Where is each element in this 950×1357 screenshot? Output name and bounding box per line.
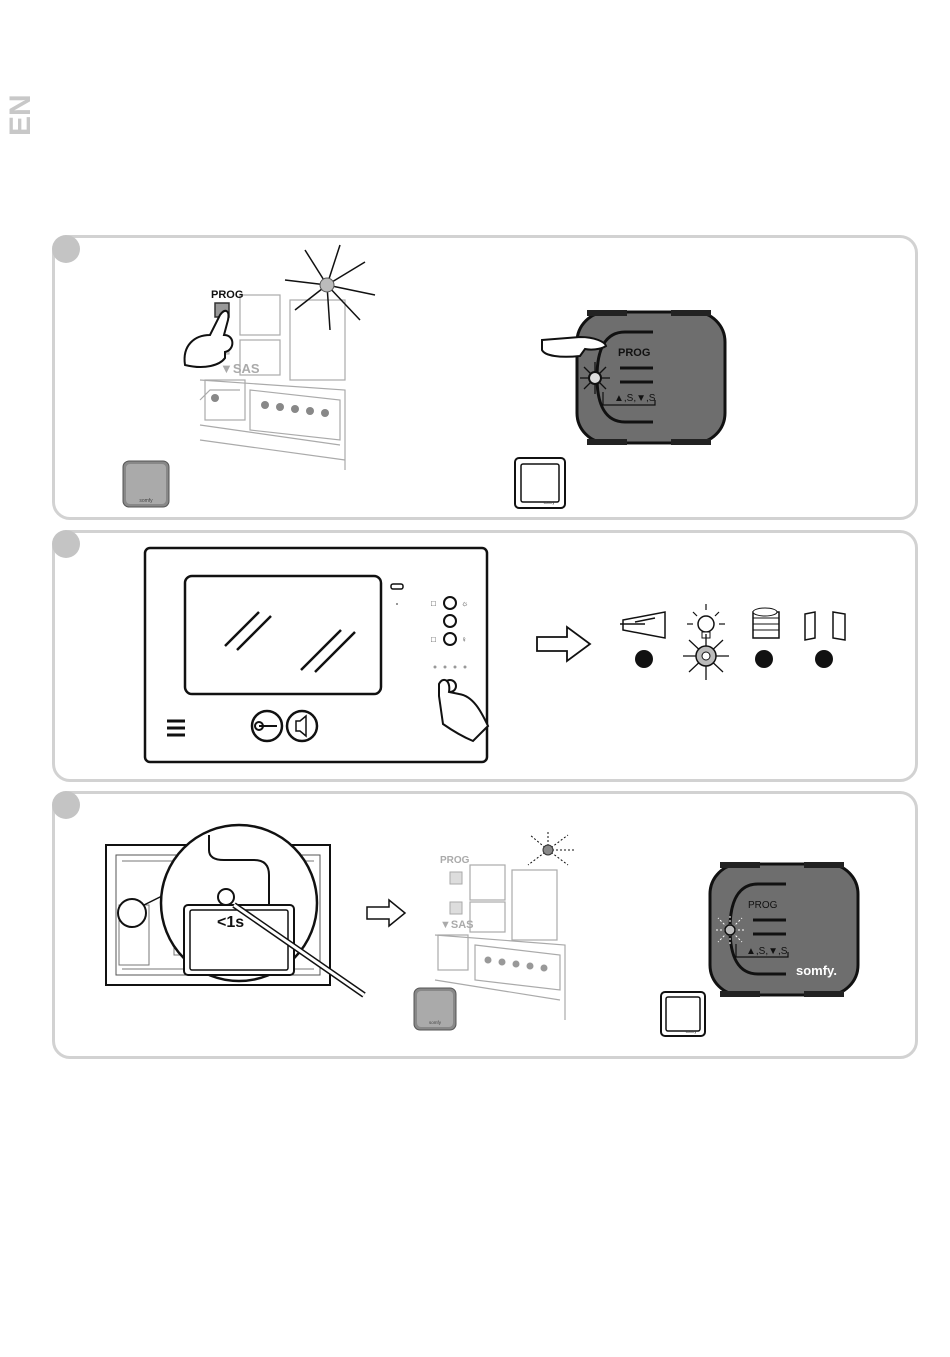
gate-type-icons [615,600,855,690]
video-intercom-monitor: □ ☼ □ ♀ [143,546,489,764]
svg-text:□: □ [431,599,436,608]
svg-text:☼: ☼ [461,599,468,608]
press-duration-label: <1s [217,914,244,932]
svg-text:▼SAS: ▼SAS [220,361,260,376]
step-1-marker [52,235,80,263]
receiver-module-2 [708,862,860,997]
control-board-illustration: ▼SAS [180,240,380,470]
brand-logo: somfy. [796,963,837,978]
svg-text:somfy: somfy [544,500,555,505]
svg-text:somfy: somfy [139,498,153,504]
prog-label-receiver-2: PROG [748,900,777,911]
svg-text:□: □ [431,635,436,644]
prog-label-board-2: PROG [440,855,469,866]
receiver-keys-label: ▲,S,▼,S [614,393,655,404]
prog-label-receiver: PROG [618,347,650,359]
svg-text:somfy: somfy [686,1029,697,1034]
pointing-hand [540,332,610,360]
prog-label-board: PROG [211,289,243,301]
svg-text:♀: ♀ [461,635,467,644]
wall-switch-icon: somfy [513,456,567,510]
svg-text:somfy: somfy [429,1020,442,1025]
language-tab: EN [0,106,46,136]
step-3-marker [52,791,80,819]
receiver-module [575,310,727,445]
arrow-right-icon-2 [365,898,407,928]
wall-switch-icon-2: somfy [659,990,707,1038]
receiver-keys-label-2: ▲,S,▼,S [746,946,787,957]
svg-text:▼SAS: ▼SAS [440,919,474,931]
arrow-right-icon [535,625,593,663]
small-receiver-icon-2: somfy [412,986,458,1032]
monitor-back-with-zoom [104,815,372,1000]
small-receiver-icon: somfy [120,458,172,510]
step-2-marker [52,530,80,558]
